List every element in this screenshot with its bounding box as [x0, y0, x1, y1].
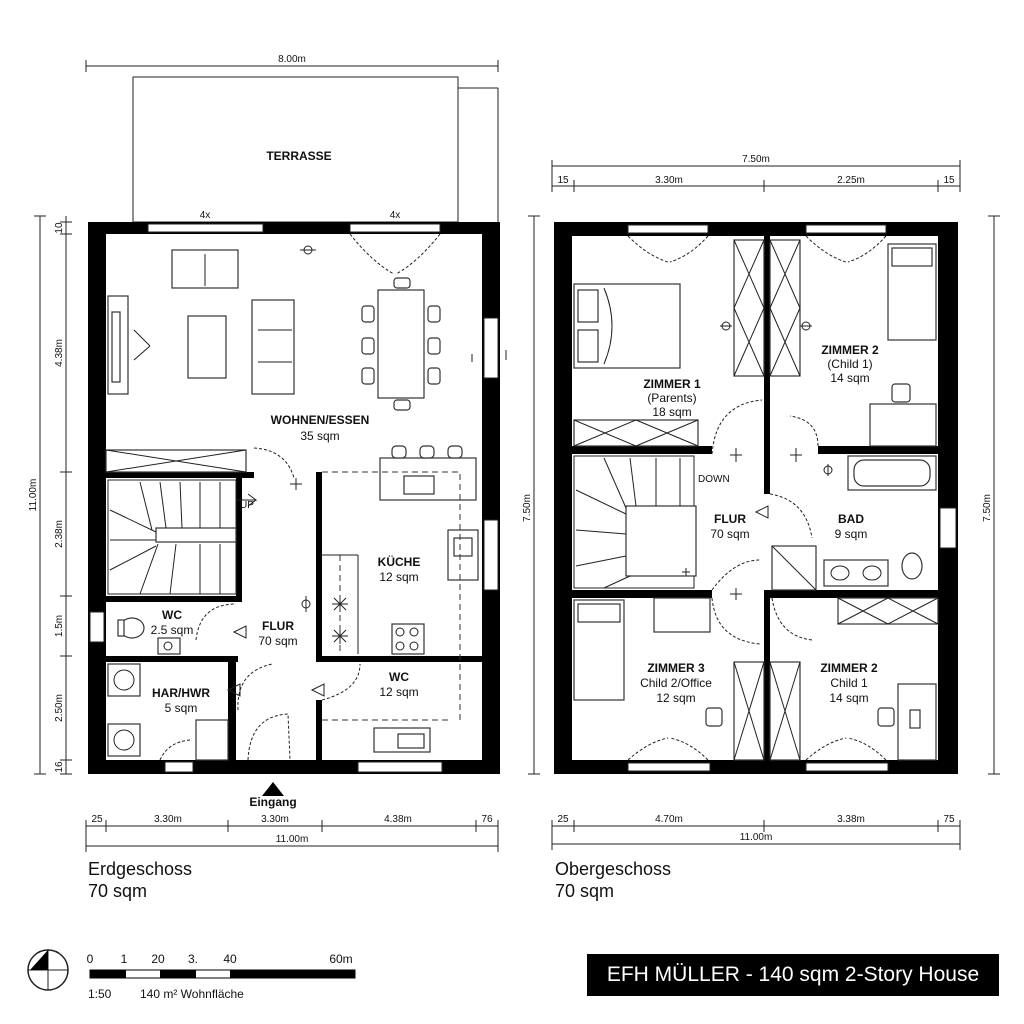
uf-room-flur-area: 70 sqm — [710, 527, 749, 541]
gf-room-wohnen-area: 35 sqm — [300, 429, 339, 443]
uf-right-dim: 7.50m — [982, 494, 993, 522]
uf-room-zimmer1-sub: (Parents) — [647, 391, 696, 405]
uf-room-bad-name: BAD — [838, 512, 864, 526]
uf-left-dim: 7.50m — [522, 494, 533, 522]
gf-dining-table — [361, 277, 441, 411]
gf-bottom-dim-4: 4.38m — [384, 814, 412, 825]
ground-floor-caption: Erdgeschoss 70 sqm — [88, 858, 192, 902]
uf-room-bad-area: 9 sqm — [835, 527, 868, 541]
upper-floor-name: Obergeschoss — [555, 859, 672, 879]
gf-bottom-dim-5: 76 — [481, 814, 493, 825]
gf-window-count-1: 4x — [200, 210, 211, 221]
uf-room-zimmer3-sub: Child 2/Office — [640, 676, 712, 690]
gf-room-wohnen-name: WOHNEN/ESSEN — [271, 413, 370, 427]
uf-bottom-dim-2: 4.70m — [655, 814, 683, 825]
uf-bath-fixtures — [771, 455, 937, 591]
gf-top-dimension: 8.00m — [278, 54, 306, 65]
scale-tick-3: 3. — [188, 952, 198, 966]
gf-room-wc1-area: 2.5 sqm — [151, 623, 194, 637]
gf-kitchen-furniture — [322, 445, 479, 753]
project-title-box: EFH MÜLLER - 140 sqm 2-Story House — [587, 954, 999, 996]
gf-left-dim-3: 2.38m — [54, 520, 65, 548]
uf-room-zimmer2a-name: ZIMMER 2 — [821, 343, 879, 357]
gf-electrical-symbols — [226, 245, 507, 697]
uf-bottom-dim-3: 3.38m — [837, 814, 865, 825]
gf-left-total: 11.00m — [28, 479, 39, 512]
north-arrow-icon — [30, 950, 48, 970]
gf-bottom-total: 11.00m — [276, 834, 309, 845]
scale-tick-0: 0 — [87, 952, 94, 966]
upper-floor-caption: Obergeschoss 70 sqm — [555, 858, 671, 902]
uf-bottom-dim-4: 75 — [943, 814, 955, 825]
gf-room-flur-name: FLUR — [262, 619, 294, 633]
uf-room-zimmer2b-area: 14 sqm — [829, 691, 868, 705]
gf-room-kueche-area: 12 sqm — [379, 570, 418, 584]
uf-stair-label: DOWN — [698, 474, 730, 485]
gf-living-furniture — [105, 249, 295, 473]
gf-left-dim-2: 4.38m — [54, 339, 65, 367]
uf-bedroom-furniture — [573, 243, 937, 761]
gf-left-dim-1: 10 — [54, 222, 65, 234]
uf-bottom-dim-1: 25 — [557, 814, 569, 825]
uf-room-zimmer2b-name: ZIMMER 2 — [820, 661, 878, 675]
uf-bottom-total: 11.00m — [740, 832, 773, 843]
scale-ratio: 1:50 — [88, 987, 112, 1001]
gf-window-count-2: 4x — [390, 210, 401, 221]
scale-note: 140 m² Wohnfläche — [140, 987, 244, 1001]
uf-room-zimmer3-area: 12 sqm — [656, 691, 695, 705]
uf-electrical-symbols — [720, 321, 833, 600]
gf-room-wc2-name: WC — [389, 670, 409, 684]
uf-top-dim-1: 15 — [557, 175, 569, 186]
ground-floor-name: Erdgeschoss — [88, 859, 193, 879]
uf-top-dim-4: 15 — [943, 175, 955, 186]
gf-bottom-dim-2: 3.30m — [154, 814, 182, 825]
gf-bottom-dim-1: 25 — [91, 814, 103, 825]
project-title: EFH MÜLLER - 140 sqm 2-Story House — [606, 963, 980, 986]
ground-floor-area: 70 sqm — [88, 881, 148, 901]
uf-room-zimmer2a-area: 14 sqm — [830, 371, 869, 385]
gf-room-wc2-area: 12 sqm — [379, 685, 418, 699]
uf-room-flur-name: FLUR — [714, 512, 746, 526]
scale-tick-1: 1 — [121, 952, 128, 966]
gf-entrance-arrow — [262, 782, 284, 796]
scale-bar: 0 1 20 3. 40 60m 1:50 140 m² Wohnfläche — [27, 949, 356, 1001]
gf-room-kueche-name: KÜCHE — [378, 554, 421, 569]
gf-room-har-name: HAR/HWR — [152, 686, 210, 700]
ground-floor-plan: 8.00m TERRASSE 4x 4x — [28, 54, 507, 852]
gf-left-dim-6: 16 — [54, 761, 65, 773]
uf-room-zimmer2b-sub: Child 1 — [830, 676, 868, 690]
uf-staircase — [573, 455, 697, 589]
uf-top-dim-2: 3.30m — [655, 175, 683, 186]
gf-wc-fixtures — [117, 603, 237, 655]
gf-left-dim-5: 2.50m — [54, 694, 65, 722]
gf-room-har-area: 5 sqm — [165, 701, 198, 715]
gf-room-wc1-name: WC — [162, 608, 182, 622]
uf-room-zimmer3-name: ZIMMER 3 — [647, 661, 705, 675]
gf-terrace-label: TERRASSE — [266, 149, 331, 163]
gf-entrance-label: Eingang — [249, 795, 296, 809]
uf-room-zimmer1-name: ZIMMER 1 — [643, 377, 701, 391]
gf-stair-label: UP — [240, 500, 254, 511]
uf-wardrobes — [573, 239, 939, 761]
scale-tick-5: 60m — [329, 952, 352, 966]
uf-room-zimmer1-area: 18 sqm — [652, 405, 691, 419]
gf-bottom-dim-3: 3.30m — [261, 814, 289, 825]
scale-tick-4: 40 — [223, 952, 237, 966]
scale-tick-2: 20 — [151, 952, 165, 966]
uf-room-zimmer2a-sub: (Child 1) — [827, 357, 872, 371]
gf-utility-fixtures — [107, 663, 273, 761]
gf-room-flur-area: 70 sqm — [258, 634, 297, 648]
gf-staircase — [107, 479, 258, 595]
uf-top-total: 7.50m — [742, 154, 770, 165]
upper-floor-area: 70 sqm — [555, 881, 615, 901]
uf-top-dim-3: 2.25m — [837, 175, 865, 186]
gf-left-dim-4: 1.5m — [54, 615, 65, 637]
upper-floor-plan: 7.50m 15 3.30m 2.25m 15 — [522, 154, 1000, 850]
